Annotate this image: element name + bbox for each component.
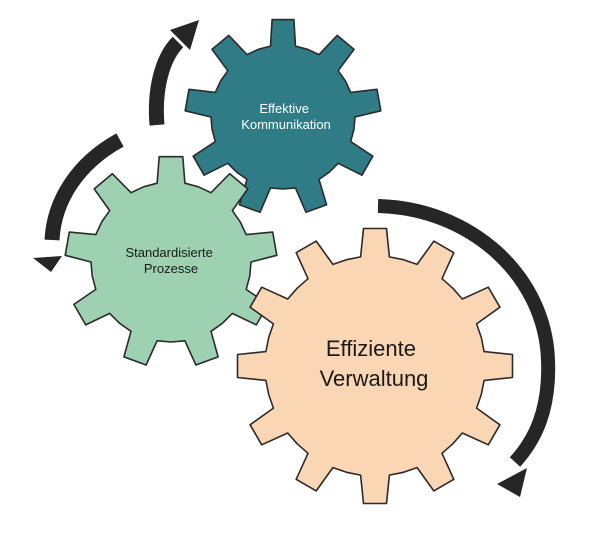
arrow-left-head-icon [33, 256, 62, 272]
gear-effektive-kommunikation: Effektive Kommunikation [184, 18, 382, 214]
gear-label-line-2: Prozesse [144, 261, 198, 276]
arrow-to-left-gear [44, 133, 124, 241]
gear-effiziente-verwaltung: Effiziente Verwaltung [236, 227, 514, 505]
arrow-to-top-gear [148, 36, 184, 126]
gear-label-line-1: Effiziente [326, 336, 416, 361]
svg-text:Effektive Kommunikation: Effektive Kommunikation [241, 101, 331, 132]
arrow-top-head-icon [170, 20, 199, 50]
gear-label-line-1: Standardisierte [125, 245, 212, 260]
gear-label-line-1: Effektive [259, 101, 309, 116]
svg-text:Standardisierte Prozesse: Standardisierte Prozesse [125, 245, 216, 276]
gear-orange-icon [236, 227, 514, 505]
cycle-arrows [33, 20, 556, 497]
gear-teal-icon [184, 18, 382, 214]
gear-green-icon [64, 155, 278, 366]
gear-standardisierte-prozesse: Standardisierte Prozesse [64, 155, 278, 366]
gear-label-line-2: Verwaltung [320, 366, 429, 391]
arrow-to-bottom-gear [377, 199, 556, 467]
svg-text:Effiziente Verwaltung: Effiziente Verwaltung [320, 336, 429, 391]
arrow-right-head-icon [497, 468, 527, 497]
gear-label-line-2: Kommunikation [241, 117, 331, 132]
